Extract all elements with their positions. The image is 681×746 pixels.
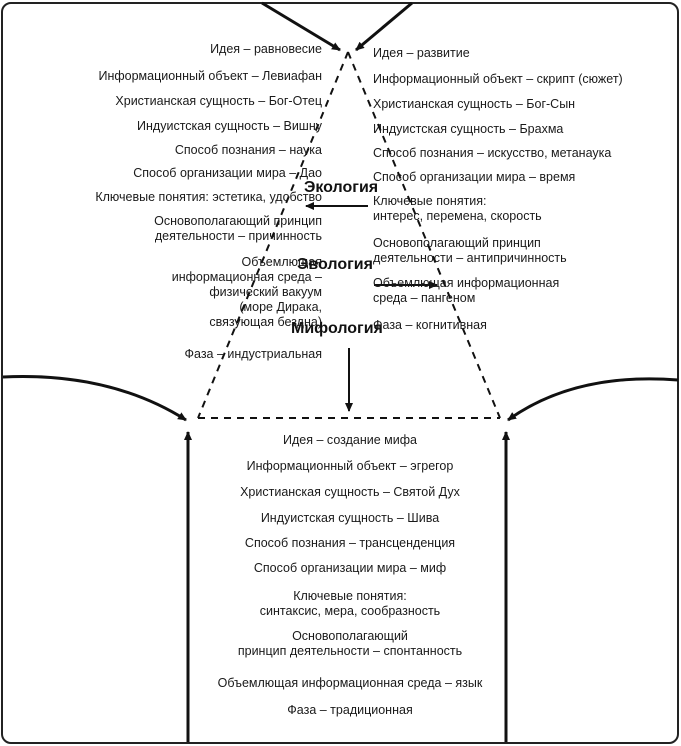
left-list-item: Способ организации мира – Дао [133, 166, 322, 180]
bottom-list-item: Ключевые понятия:синтаксис, мера, сообра… [259, 589, 441, 618]
ecology-label: Экология [304, 179, 379, 196]
left-curve-arrow [2, 375, 187, 422]
right-list-item: Идея – развитие [373, 46, 470, 60]
left-list-item: Христианская сущность – Бог-Отец [115, 94, 322, 108]
right-list-item: Ключевые понятия:интерес, перемена, скор… [373, 194, 542, 223]
bottom-list-item: Способ познания – трансценденция [244, 536, 456, 550]
bottom-list-item: Объемлющая информационная среда – язык [217, 676, 483, 690]
right-list-item: Индуистская сущность – Брахма [373, 122, 564, 136]
right-curve-arrow [507, 377, 679, 422]
right-list-item: Фаза – когнитивная [373, 318, 487, 332]
bottom-list-item: Способ организации мира – миф [253, 561, 447, 575]
left-list-item: Идея – равновесие [210, 42, 322, 56]
top-right-arrow [355, 1, 413, 52]
triangle-right-edge [347, 51, 501, 419]
triangle-left-edge [197, 51, 349, 419]
left-list-item: Фаза – индустриальная [184, 347, 322, 361]
right-list-item: Информационный объект – скрипт (сюжет) [373, 72, 623, 86]
evology-label: Эвология [297, 256, 373, 273]
left-list-item: Информационный объект – Левиафан [98, 69, 322, 83]
right-list-item: Способ организации мира – время [373, 170, 576, 184]
bottom-list-item: Информационный объект – эгрегор [246, 459, 454, 473]
left-list-item: Ключевые понятия: эстетика, удобство [95, 190, 322, 204]
bottom-list-item: Идея – создание мифа [283, 433, 417, 447]
left-list-item: Способ познания – наука [174, 143, 322, 157]
mythology-label: Мифология [291, 320, 383, 337]
bottom-list-item: Христианская сущность – Святой Дух [240, 485, 460, 499]
left-list-item: Индуистская сущность – Вишну [137, 119, 322, 133]
bottom-list-item: Индуистская сущность – Шива [260, 511, 440, 525]
right-list-item: Способ познания – искусство, метанаука [373, 146, 612, 160]
top-left-arrow [261, 1, 341, 52]
right-list-item: Христианская сущность – Бог-Сын [373, 97, 576, 111]
bottom-list-item: Фаза – традиционная [287, 703, 413, 717]
